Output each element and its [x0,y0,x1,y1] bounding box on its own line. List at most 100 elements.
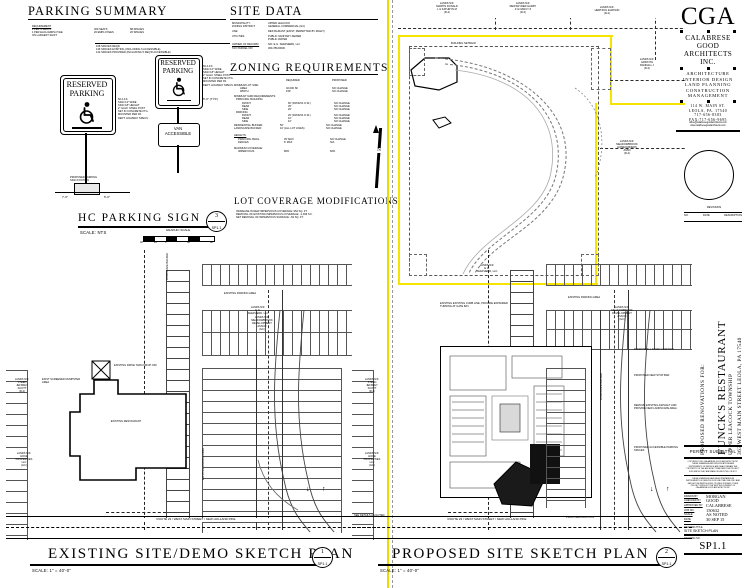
zoning-proposed: NO CHANGE [332,86,348,90]
revisions-rule [684,212,742,213]
building-setback-label: BUILDING SETBACK [450,42,478,46]
neighbor-title: LANDS N/F: [599,6,615,9]
existing-plan-title-block: EXISTING SITE/DEMO SKETCH PLAN [48,546,352,563]
neighbor-line: (R-2) [444,11,450,15]
zoning-item: AREA [240,86,248,90]
field-value: AS NOTED [706,512,728,518]
graphic-scale-ticks: 40 20 0 40 80 [140,241,218,247]
proposed-parking-far-left [352,370,374,540]
neighbor-line: REIFSNYDER HARRY [509,5,537,9]
street-centerline [352,527,692,528]
existing-plan-ref-bubble[interactable]: 1 SP1.1 [312,547,333,568]
traffic-arrow-icon: ↓ [306,486,310,493]
existing-dumpster-symbol [91,360,111,380]
table-row: USE:RESTAURANT (EXIST, PERMITTED BY RIGH… [232,30,380,33]
property-line-west [398,35,401,285]
submittal-status: PERMIT SUBMITTAL [689,449,737,455]
property-line-east-upper [610,35,613,105]
lot-line-dashed-se [600,148,685,149]
table-row: MUNICIPALITY:UPPER LEACOCK [232,22,380,25]
proposed-drive-center [614,290,615,530]
neighbor-line: E.G. [484,267,490,271]
field-key: DRAWN BY [684,494,698,498]
proposed-plan-scale: SCALE: 1" = 40'-0" [380,568,419,573]
hc-sign-dim-right: 5'-0" [104,195,110,199]
lot-line-dashed-v3 [655,18,656,60]
callout-proposed-addition-2: PROPOSED ADDITION [566,516,594,519]
zoning-group-label: HEIGHTS: [234,134,247,138]
neighbor-line: MARTIN DONALD [436,5,458,9]
hc-sign-van-text-parking: PARKING [162,67,194,75]
field-value: CALABRESE [706,502,732,508]
scale-tick: 40 [140,241,143,244]
existing-dumpster-label: EXIST SCREENED DUMPSTER AREA [42,378,81,385]
callout-stop-bar: PROPOSED NEW STOP BAR [634,374,670,377]
logo-address-line: FAX:717-656-9695 [689,117,727,122]
logo-website[interactable]: www.calabresegoodarchitects.com [690,125,726,128]
property-line-north [398,35,613,38]
parking-summary-col-header: REQUIREMENT [32,25,52,28]
lot-line-dashed-v2 [570,18,571,30]
neighbor-line: (R-2) [624,152,630,156]
zoning-item: REAR [242,117,250,121]
site-data-block: SITE DATA [230,4,378,20]
zoning-proposed: NO CHANGE [330,137,346,141]
revisions-columns: NO. DATE DESCRIPTION [684,214,742,217]
proposed-plan-ref-bubble[interactable]: 2 SP1.1 [656,547,677,568]
existing-restaurant-label: EXISTING RESTAURANT [110,420,142,423]
site-data-value: N/F: E.G. SHEPHERD, LLC [268,43,301,47]
existing-site-plan: EXISTING RESTAURANT EXIST SCREENED DUMPS… [6,250,376,540]
street-centerline [6,527,376,528]
hc-sign-van-plate [158,123,200,147]
existing-drive-edge-right [282,290,283,530]
hc-sign-title-rule [78,226,218,228]
field-key: SCALE [684,513,693,517]
zoning-required: 60' (FROM R.O.W.) [288,101,311,105]
existing-sw-property-line [106,512,166,513]
existing-plan-ref-number: 1 [321,549,324,555]
logo-email[interactable]: office@calabresegoodarchitects.com [689,122,727,125]
detail-reference-bubble[interactable]: 3 SP1.1 [206,211,227,232]
field-value: GOOD [706,498,719,504]
proposed-drive-edge-right [628,290,629,530]
neighbor-line: (R-2) [520,11,526,15]
zoning-subgroup: PARKING: [236,110,249,114]
logo-address-line: 114 W. MAIN ST. [690,103,726,108]
logo-service: ARCHITECTURE [686,71,730,76]
table-row: UTILITIES:PUBLIC SANITARY SEWER [232,35,380,38]
neighbor-line: SHEPHERD, LLC [476,270,498,274]
logo-address-line: 717-656-8383 [694,113,722,118]
existing-drivethru-label: EXISTING DRIVE THRU DROP OFF [114,364,157,367]
zoning-col-proposed: PROPOSED [332,79,347,82]
lot-coverage-row: REMOVAL OF EXISTING IMPERVIOUS COVERAGE:… [236,213,313,217]
sheet-number: SP1.1 [699,540,727,553]
proposed-street-label: ROUTE 23 / WEST MAIN STREET / NEW HOLLAN… [402,517,572,522]
parking-summary-heading: PARKING SUMMARY [28,4,168,18]
neighbor-title: LANDS N/F: [619,140,635,143]
parking-summary-divider [95,43,230,44]
proposed-site-boundary-plan: BUILDING SETBACK [395,18,685,293]
site-data-heading: SITE DATA [230,4,303,18]
site-data-key: MUNICIPALITY: [232,22,251,25]
hc-sign-van-post-lower [177,145,179,173]
site-data-value: PUBLIC WATER [268,38,288,42]
total-existing: 146 SPACES EXISTING (INCLUDING 6 ACCESSI… [96,48,161,52]
requirement-cell: ON LARGEST SHIFT [32,34,58,38]
existing-drive-edge-left [256,350,257,530]
logo-service: INTERIOR DESIGN [683,76,733,82]
zoning-subgroup: PRINCIPAL BUILDING: [236,98,264,102]
hc-sign-post-large [85,133,88,185]
title-field-row: DATE 30 SEP 15 [684,517,742,523]
proposed-plan-ref-sheet: SP1.1 [661,561,672,566]
zoning-required: 10' [288,120,292,124]
hc-sign-dim-left: 7'-0" [62,195,68,199]
wheelchair-icon [172,77,185,97]
